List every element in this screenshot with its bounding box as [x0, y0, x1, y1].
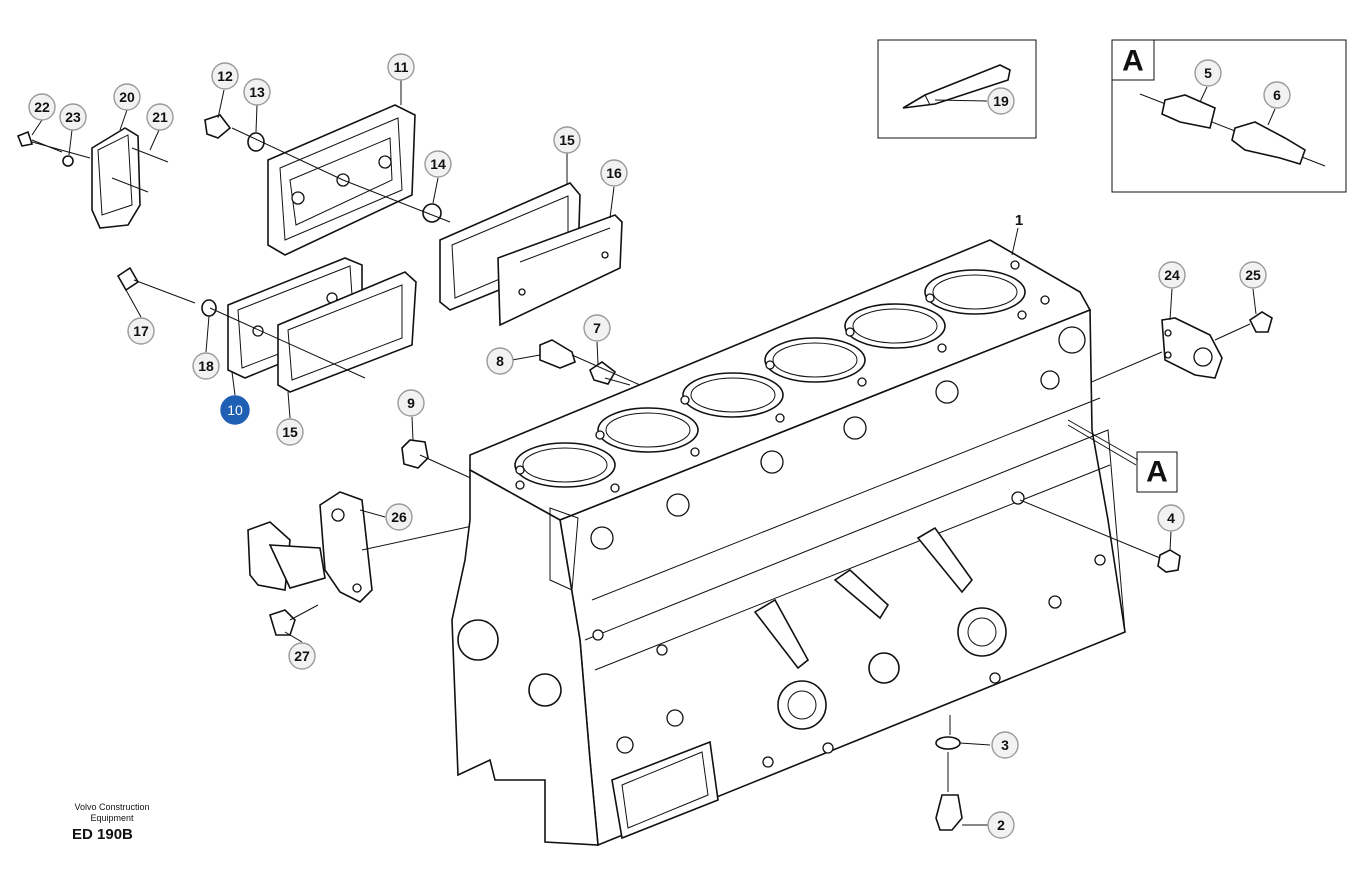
svg-text:2: 2	[997, 817, 1005, 833]
callout-14[interactable]: 14	[424, 150, 452, 178]
callout-9[interactable]: 9	[397, 389, 425, 417]
drawing-code: ED 190B	[72, 826, 133, 843]
callout-2[interactable]: 2	[987, 811, 1015, 839]
engine-block	[451, 239, 1126, 847]
svg-text:25: 25	[1245, 267, 1261, 283]
brand-name-line2: Equipment	[90, 813, 134, 823]
svg-text:9: 9	[407, 395, 415, 411]
callout-6[interactable]: 6	[1263, 81, 1291, 109]
callout-10[interactable]: 10	[220, 395, 250, 425]
callout-18[interactable]: 18	[192, 352, 220, 380]
svg-text:26: 26	[391, 509, 407, 525]
svg-text:10: 10	[227, 402, 243, 418]
svg-text:23: 23	[65, 109, 81, 125]
parts-gasket-15-plate-16	[439, 182, 623, 327]
callout-21[interactable]: 21	[146, 103, 174, 131]
svg-text:12: 12	[217, 68, 233, 84]
svg-text:7: 7	[593, 320, 601, 336]
detail-a-box-letter: A	[1122, 45, 1144, 78]
callout-19[interactable]: 19	[987, 87, 1015, 115]
svg-text:17: 17	[133, 323, 149, 339]
svg-text:19: 19	[993, 93, 1009, 109]
svg-text:3: 3	[1001, 737, 1009, 753]
svg-text:21: 21	[152, 109, 168, 125]
callout-16[interactable]: 16	[600, 159, 628, 187]
leader-lines	[31, 80, 1276, 826]
parts-bracket-24	[1067, 311, 1273, 393]
svg-text:15: 15	[282, 424, 298, 440]
callout-11[interactable]: 11	[387, 53, 415, 81]
svg-text:6: 6	[1273, 87, 1281, 103]
callout-22[interactable]: 22	[28, 93, 56, 121]
svg-text:27: 27	[294, 648, 310, 664]
svg-text:5: 5	[1204, 65, 1212, 81]
callout-15-top[interactable]: 15	[553, 126, 581, 154]
callout-7[interactable]: 7	[583, 314, 611, 342]
callout-15-bottom[interactable]: 15	[276, 418, 304, 446]
callout-17[interactable]: 17	[127, 317, 155, 345]
detail-a-pointer-letter: A	[1146, 456, 1168, 489]
callout-5[interactable]: 5	[1194, 59, 1222, 87]
callout-3[interactable]: 3	[991, 731, 1019, 759]
callout-23[interactable]: 23	[59, 103, 87, 131]
parts-cover-20	[16, 127, 169, 229]
callout-4[interactable]: 4	[1157, 504, 1185, 532]
svg-text:8: 8	[496, 353, 504, 369]
callout-20[interactable]: 20	[113, 83, 141, 111]
callout-26[interactable]: 26	[385, 503, 413, 531]
svg-text:16: 16	[606, 165, 622, 181]
svg-text:22: 22	[34, 99, 50, 115]
parts-cover-11	[204, 104, 451, 256]
callout-8[interactable]: 8	[486, 347, 514, 375]
brand-name-line1: Volvo Construction	[74, 802, 150, 812]
parts-cover-10	[116, 257, 417, 393]
callout-25[interactable]: 25	[1239, 261, 1267, 289]
svg-text:13: 13	[249, 84, 265, 100]
detail-A-box: A	[1111, 39, 1347, 193]
parts-plugs-bolts	[935, 499, 1181, 831]
parts-sensors	[401, 339, 641, 481]
svg-text:24: 24	[1164, 267, 1180, 283]
svg-text:4: 4	[1167, 510, 1175, 526]
inset-sealant-box	[877, 39, 1037, 139]
callout-27[interactable]: 27	[288, 642, 316, 670]
detail-a-pointer: A	[1067, 419, 1178, 493]
svg-text:11: 11	[394, 59, 409, 75]
svg-text:18: 18	[198, 358, 214, 374]
svg-text:20: 20	[119, 89, 135, 105]
callout-12[interactable]: 12	[211, 62, 239, 90]
callout-24[interactable]: 24	[1158, 261, 1186, 289]
callout-13[interactable]: 13	[243, 78, 271, 106]
svg-text:15: 15	[559, 132, 575, 148]
main-part-label: 1	[1015, 212, 1023, 229]
svg-text:14: 14	[430, 156, 446, 172]
callouts: 2 3 4 5 6 7 8 9 10 11 12 13 14 15 15 16 …	[28, 53, 1291, 839]
